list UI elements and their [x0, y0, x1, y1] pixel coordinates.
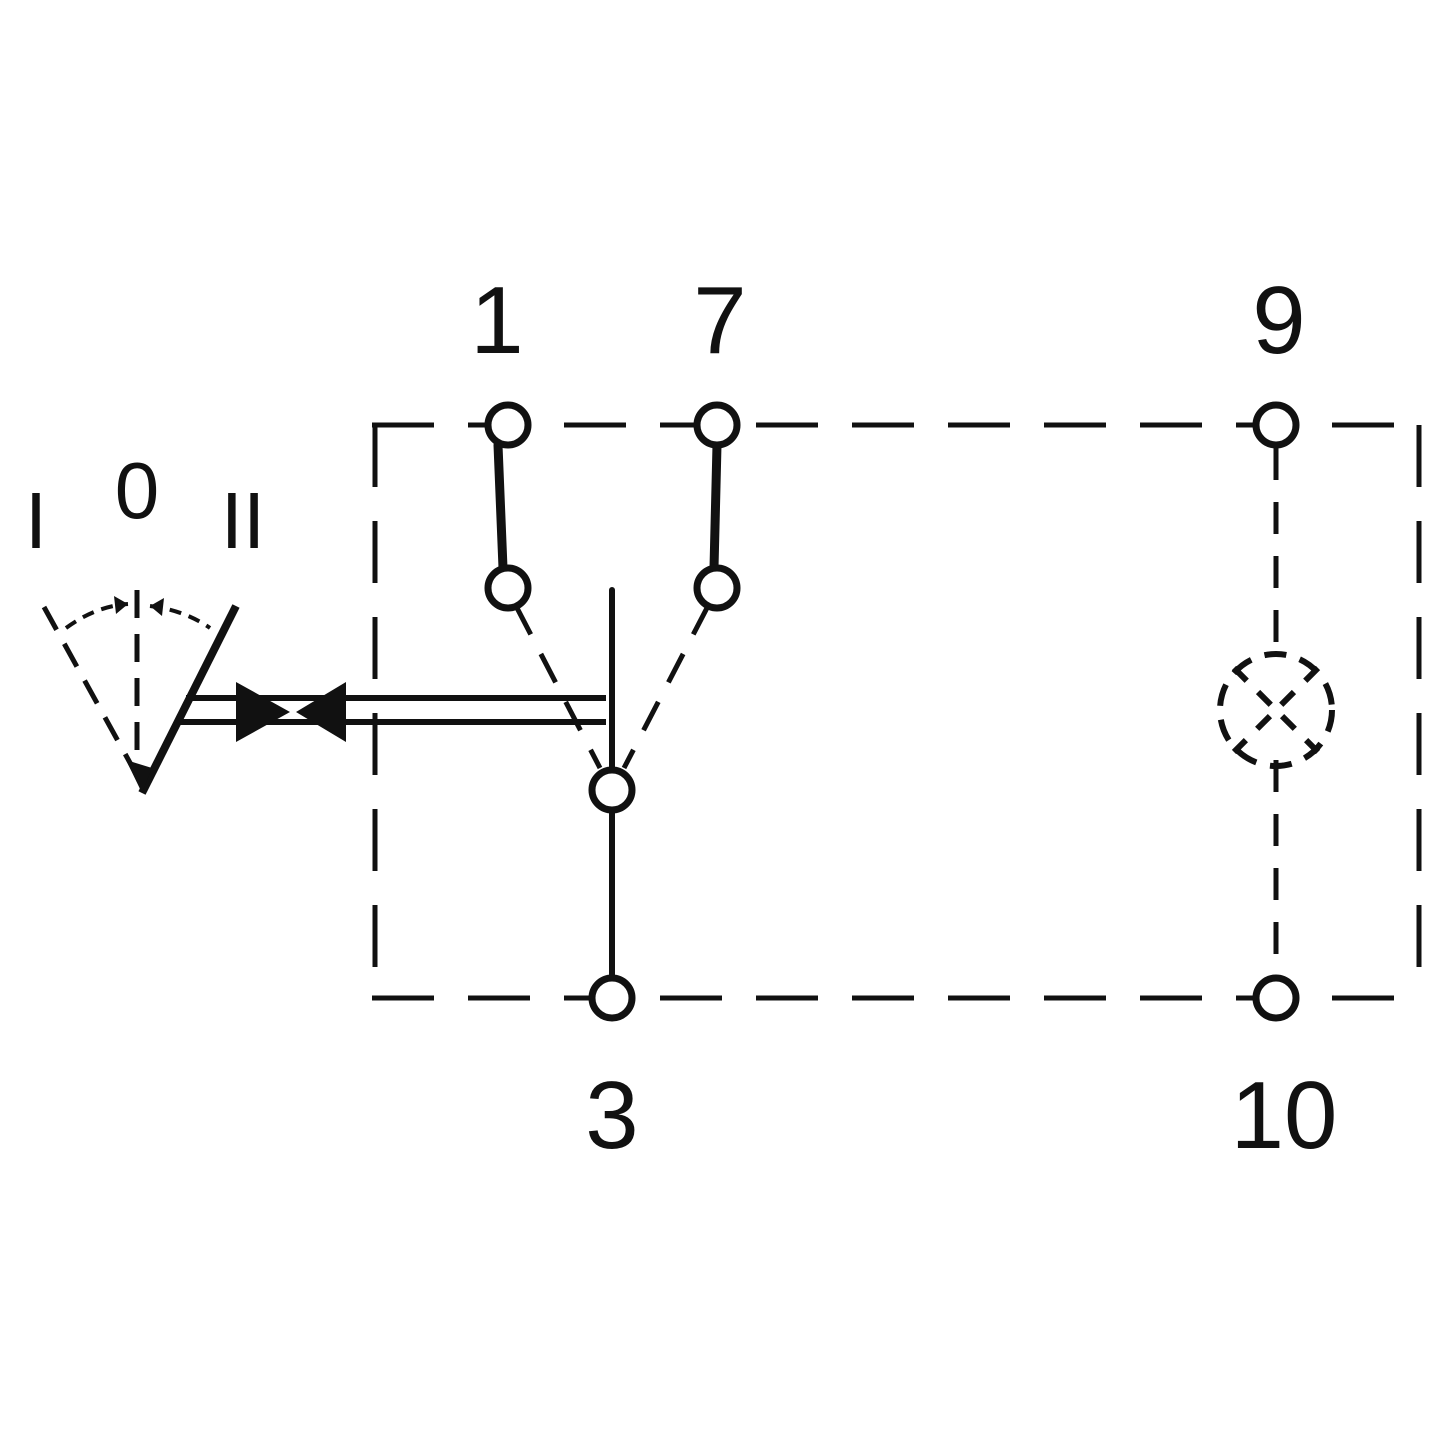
lamp-icon [1217, 651, 1335, 769]
pin-label-7: 7 [693, 267, 746, 374]
terminal-pin10 [1252, 974, 1300, 1022]
switch-housing [372, 422, 1422, 1001]
rocker-lever [138, 604, 240, 795]
dashed-paths [513, 448, 1279, 975]
wire-pin7 [709, 440, 722, 573]
position-label-right: II [221, 476, 265, 565]
pin-label-9: 9 [1252, 267, 1305, 374]
terminal-pin9 [1252, 401, 1300, 449]
contact-path-right [621, 604, 711, 770]
terminals [484, 401, 1300, 1022]
terminal-common [588, 766, 636, 814]
pin-label-10: 10 [1231, 1062, 1338, 1169]
position-label-center: 0 [115, 446, 160, 535]
terminal-contact-right [693, 564, 741, 612]
wire-pin1 [493, 440, 508, 573]
rocker-lever-dashed [41, 605, 137, 772]
rocker-actuator-icon [41, 590, 240, 795]
linkage-arrows [236, 682, 346, 742]
terminal-pin1 [484, 401, 532, 449]
terminal-pin3 [588, 974, 636, 1022]
terminal-pin7 [693, 401, 741, 449]
position-label-left: I [25, 476, 47, 565]
pin-label-1: 1 [470, 267, 523, 374]
pin-label-3: 3 [585, 1062, 638, 1169]
conductors [493, 440, 722, 978]
rocker-arrowheads [114, 596, 164, 793]
contact-path-left [513, 604, 603, 770]
terminal-contact-left [484, 564, 532, 612]
